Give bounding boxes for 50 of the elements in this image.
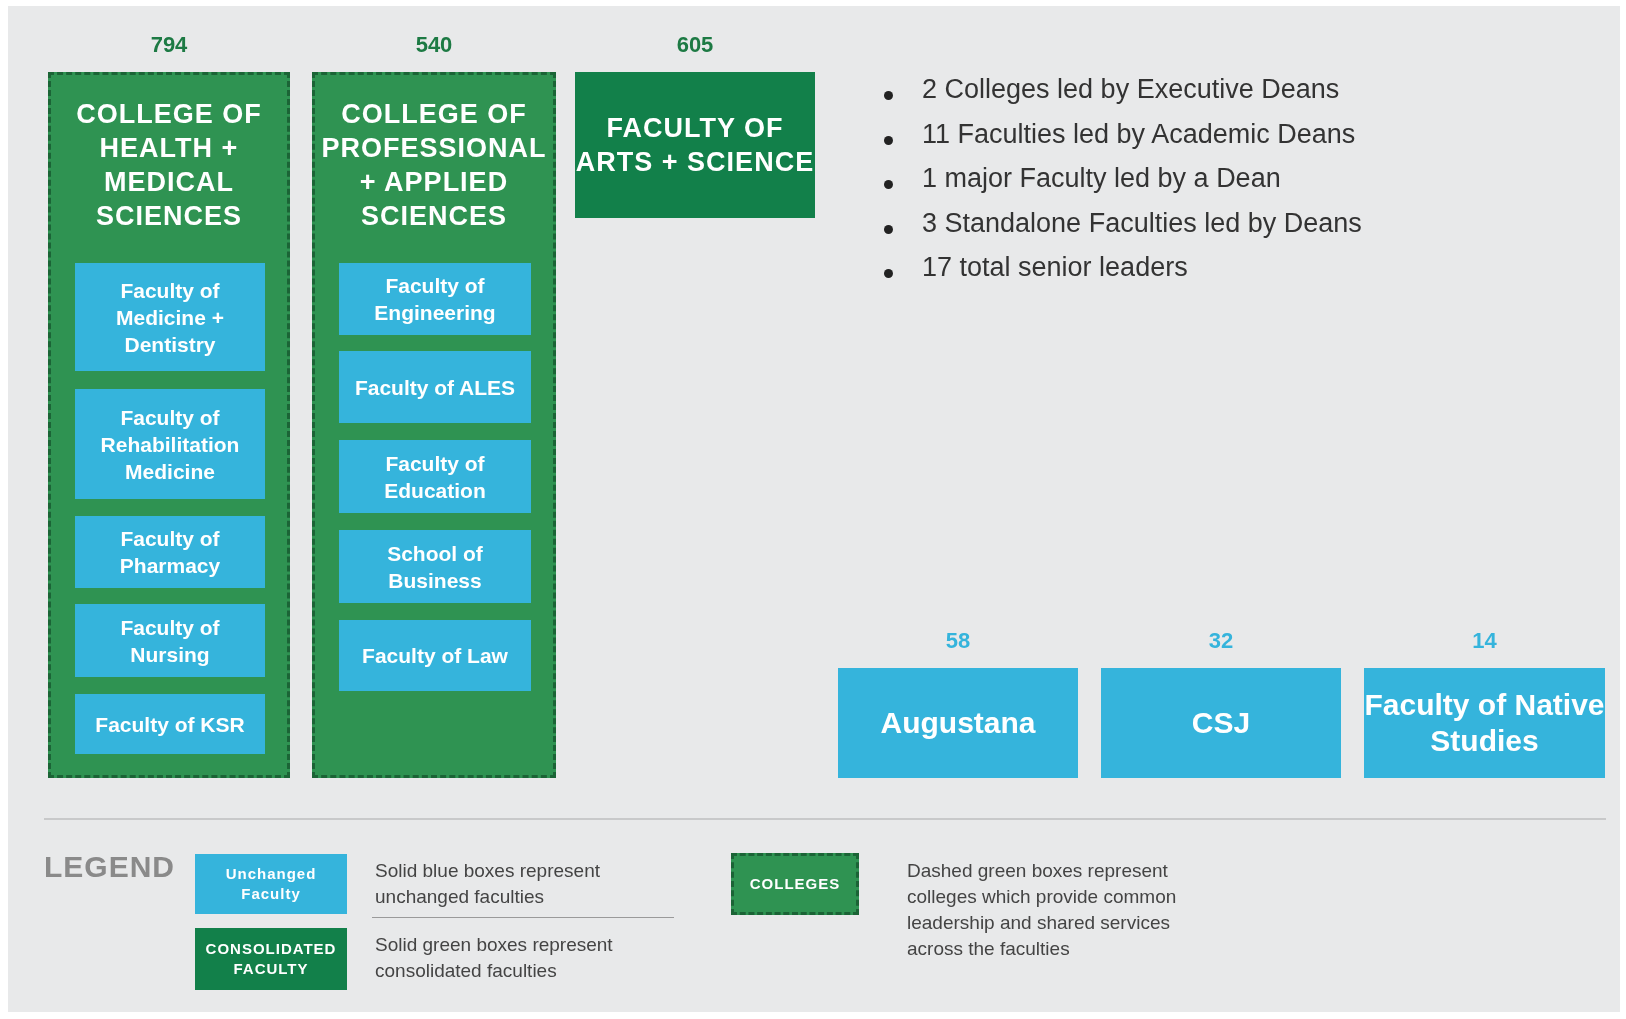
faculty-box — [339, 620, 531, 691]
bullet-text: 3 Standalone Faculties led by Deans — [922, 207, 1362, 239]
faculty-name: Faculty of Engineering — [373, 273, 497, 326]
faculty-name: Faculty of Medicine + Dentistry — [115, 277, 225, 358]
faculty-box — [339, 351, 531, 423]
faculty-box — [75, 516, 265, 588]
count-number: 794 — [149, 32, 189, 58]
faculty-name: Faculty of KSR — [94, 711, 246, 738]
count-number: 32 — [1207, 628, 1235, 654]
swatch-text: CONSOLIDATED FACULTY — [204, 939, 338, 979]
faculty-name: CSJ — [1191, 705, 1251, 741]
college-box — [312, 72, 556, 778]
heading-text: COLLEGE OF PROFESSIONAL + APPLIED SCIENCES — [320, 98, 548, 233]
college-box — [48, 72, 290, 778]
count-number: 58 — [944, 628, 972, 654]
bullet-text: 1 major Faculty led by a Dean — [922, 163, 1281, 194]
faculty-box — [838, 668, 1078, 778]
legend-title: LEGEND — [44, 850, 175, 884]
faculty-box — [339, 440, 531, 513]
faculty-name: Faculty of Nursing — [119, 614, 221, 668]
faculty-box — [75, 389, 265, 499]
faculty-box — [1101, 668, 1341, 778]
heading-text: COLLEGE OF HEALTH + MEDICAL SCIENCES — [75, 98, 263, 233]
bullet-text: 11 Faculties led by Academic Deans — [922, 118, 1356, 150]
faculty-box — [1364, 668, 1605, 778]
count-number: 14 — [1471, 628, 1498, 654]
faculty-box — [75, 263, 265, 371]
legend-text: Dashed green boxes represent colleges which provide common leadership and shared services across the faculties — [907, 859, 1178, 961]
faculty-box — [75, 694, 265, 754]
count-number: 540 — [414, 32, 454, 58]
faculty-box — [339, 263, 531, 335]
faculty-box — [75, 604, 265, 677]
heading-text: FACULTY OF ARTS + SCIENCE — [575, 112, 815, 179]
faculty-name: Faculty of Pharmacy — [118, 526, 222, 579]
faculty-name: Augustana — [880, 705, 1036, 741]
faculty-name: Faculty of Law — [361, 643, 509, 669]
legend-text: Solid blue boxes represent unchanged faculties — [375, 859, 601, 909]
faculty-box — [575, 72, 815, 218]
faculty-name: Faculty of Native Studies — [1364, 687, 1605, 759]
bullet-text: 2 Colleges led by Executive Deans — [922, 74, 1340, 105]
bullet-text: 17 total senior leaders — [922, 252, 1188, 283]
swatch-text: COLLEGES — [749, 874, 841, 894]
faculty-name: Faculty of ALES — [353, 374, 517, 401]
faculty-box — [339, 530, 531, 603]
count-number: 605 — [675, 32, 715, 58]
faculty-name: Faculty of Rehabilitation Medicine — [99, 404, 241, 485]
faculty-name: Faculty of Education — [383, 450, 487, 504]
swatch-text: Unchanged Faculty — [224, 864, 318, 904]
faculty-name: School of Business — [386, 540, 484, 594]
legend-text: Solid green boxes represent consolidated faculties — [375, 933, 614, 983]
